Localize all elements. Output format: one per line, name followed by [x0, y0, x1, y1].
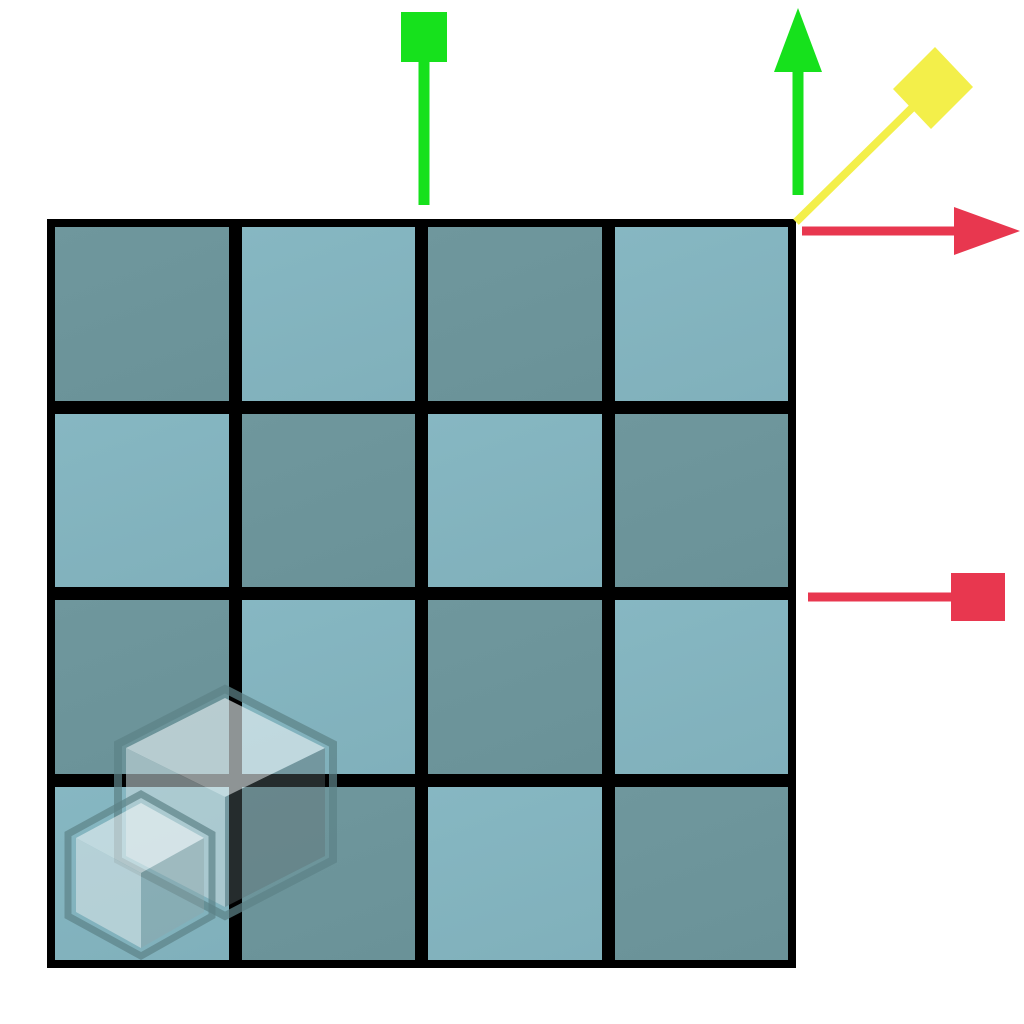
- move-xy-plane-icon[interactable]: [793, 47, 973, 225]
- tile-r1-c3[interactable]: [428, 227, 602, 401]
- tile-r2-c2[interactable]: [241, 413, 415, 587]
- checkerboard-tile-grid[interactable]: [47, 219, 796, 968]
- tile-r1-c4[interactable]: [614, 227, 788, 401]
- scale-y-handle-icon[interactable]: [401, 12, 447, 205]
- tile-r4-c4[interactable]: [614, 786, 788, 960]
- tile-r1-c1[interactable]: [55, 227, 229, 401]
- tile-r1-c2[interactable]: [241, 227, 415, 401]
- tile-r2-c4[interactable]: [614, 413, 788, 587]
- tile-r4-c3[interactable]: [428, 786, 602, 960]
- scale-x-handle-icon[interactable]: [808, 573, 1005, 621]
- tile-r2-c1[interactable]: [55, 413, 229, 587]
- tile-r3-c3[interactable]: [428, 600, 602, 774]
- move-x-arrow-icon[interactable]: [802, 207, 1020, 255]
- tile-r2-c3[interactable]: [428, 413, 602, 587]
- tile-r3-c4[interactable]: [614, 600, 788, 774]
- move-y-arrow-icon[interactable]: [774, 8, 822, 195]
